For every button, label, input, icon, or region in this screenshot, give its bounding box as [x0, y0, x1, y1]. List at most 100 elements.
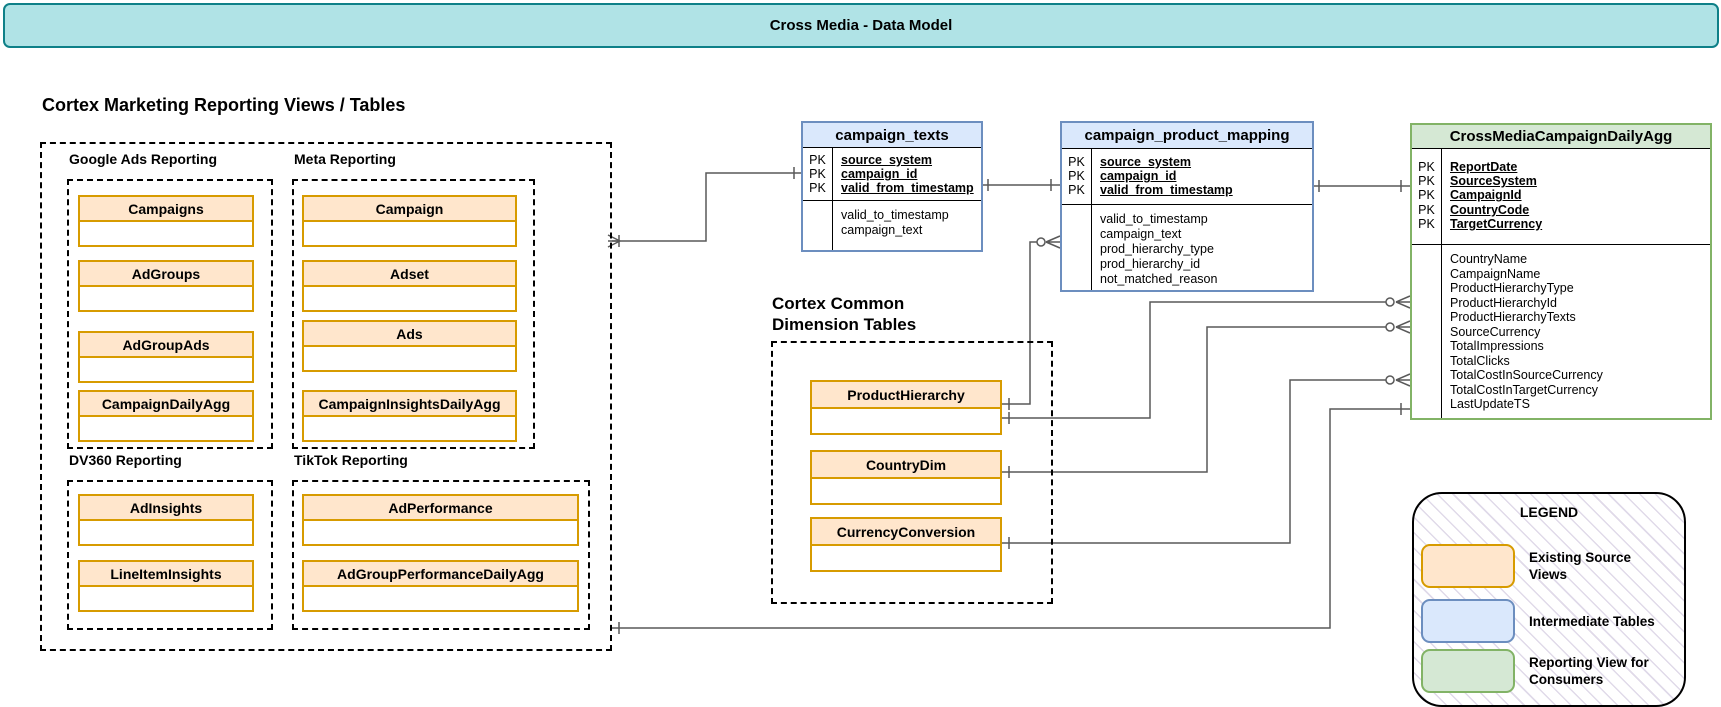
- source-view-table-CountryDim: CountryDim: [810, 450, 1002, 505]
- table-title: AdGroups: [80, 262, 252, 287]
- dimension-section-heading: Cortex Common Dimension Tables: [772, 294, 917, 334]
- group-label-google: Google Ads Reporting: [69, 151, 218, 167]
- source-view-table-AdPerformance: AdPerformance: [302, 494, 579, 546]
- diagram-title-bar: Cross Media - Data Model: [3, 3, 1719, 48]
- source-view-table-Ads: Ads: [302, 320, 517, 372]
- pk-field: valid_from_timestamp: [841, 181, 974, 195]
- table-title: Ads: [304, 322, 515, 347]
- table-body: [812, 546, 1000, 570]
- table-body: [80, 417, 252, 440]
- pk-label: PK: [1068, 169, 1085, 183]
- field: valid_to_timestamp: [1100, 212, 1208, 226]
- table-title: CountryDim: [812, 452, 1000, 479]
- table-body: [304, 287, 515, 310]
- table-body: [80, 287, 252, 310]
- pk-label: PK: [809, 153, 826, 167]
- diagram-title: Cross Media - Data Model: [769, 17, 953, 34]
- source-view-table-LineItemInsights: LineItemInsights: [78, 560, 254, 612]
- group-box-dv360: [67, 480, 273, 630]
- field: TotalClicks: [1450, 353, 1510, 368]
- source-view-table-Adset: Adset: [302, 260, 517, 312]
- pk-field: campaign_id: [841, 167, 918, 181]
- source-view-table-Campaign: Campaign: [302, 195, 517, 247]
- group-box-meta: [292, 179, 535, 449]
- pk-field: valid_from_timestamp: [1100, 183, 1233, 197]
- table-title: CampaignDailyAgg: [80, 392, 252, 417]
- table-title: LineItemInsights: [80, 562, 252, 587]
- entity-title: campaign_product_mapping: [1062, 123, 1312, 149]
- field: ProductHierarchyType: [1450, 281, 1574, 295]
- pk-field: ReportDate: [1450, 160, 1518, 174]
- marketing-section-box: [40, 142, 612, 651]
- source-view-table-AdGroupPerformanceDailyAgg: AdGroupPerformanceDailyAgg: [302, 560, 579, 612]
- pk-field: campaign_id: [1100, 169, 1177, 183]
- legend-item-label: Existing Source Views: [1529, 550, 1632, 582]
- table-body: [812, 479, 1000, 503]
- group-box-tiktok: [292, 480, 590, 630]
- table-body: [80, 587, 252, 610]
- legend-item-label: Reporting View for Consumers: [1529, 655, 1649, 687]
- pk-label: PK: [1418, 216, 1435, 231]
- field: ProductHierarchyTexts: [1450, 310, 1576, 324]
- table-body: [80, 521, 252, 544]
- source-view-table-CampaignDailyAgg: CampaignDailyAgg: [78, 390, 254, 442]
- field: CampaignName: [1450, 266, 1541, 281]
- table-body: [304, 521, 577, 544]
- table-title: Adset: [304, 262, 515, 287]
- pk-label: PK: [1068, 155, 1085, 169]
- pk-label: PK: [809, 181, 826, 195]
- field-column-spacer: [1062, 205, 1092, 290]
- legend-item-label: Intermediate Tables: [1529, 613, 1655, 629]
- source-view-table-AdGroupAds: AdGroupAds: [78, 331, 254, 383]
- table-title: AdGroupAds: [80, 333, 252, 358]
- field: TotalCostInTargetCurrency: [1450, 382, 1598, 397]
- table-title: AdGroupPerformanceDailyAgg: [304, 562, 577, 587]
- group-label-tiktok: TikTok Reporting: [294, 452, 408, 468]
- legend-item-blue: Intermediate Tables: [1421, 599, 1664, 643]
- table-body: [80, 222, 252, 245]
- source-view-table-AdGroups: AdGroups: [78, 260, 254, 312]
- table-title: CampaignInsightsDailyAgg: [304, 392, 515, 417]
- pk-label: PK: [809, 167, 826, 181]
- legend-item-orange: Existing Source Views: [1421, 544, 1664, 588]
- pk-field: CountryCode: [1450, 202, 1530, 217]
- field: TotalImpressions: [1450, 339, 1544, 353]
- table-title: AdInsights: [80, 496, 252, 521]
- blue-swatch: [1421, 599, 1515, 643]
- group-label-dv360: DV360 Reporting: [69, 452, 182, 468]
- source-view-table-CampaignInsightsDailyAgg: CampaignInsightsDailyAgg: [302, 390, 517, 442]
- field: campaign_text: [1100, 227, 1182, 241]
- pk-label: PK: [1418, 202, 1435, 217]
- pk-label: PK: [1418, 160, 1435, 174]
- pk-field: SourceSystem: [1450, 174, 1537, 189]
- field: TotalCostInSourceCurrency: [1450, 368, 1603, 382]
- table-body: [304, 417, 515, 440]
- field: prod_hierarchy_id: [1100, 257, 1201, 271]
- pk-field: source_system: [841, 153, 933, 167]
- field: CountryName: [1450, 252, 1528, 266]
- pk-field: TargetCurrency: [1450, 216, 1543, 231]
- table-title: Campaign: [304, 197, 515, 222]
- field: SourceCurrency: [1450, 324, 1541, 339]
- legend-item-green: Reporting View for Consumers: [1421, 649, 1664, 693]
- dimension-section-box: [771, 341, 1053, 604]
- field-column-spacer: [1412, 245, 1442, 418]
- field-column-spacer: [803, 201, 833, 250]
- pk-label: PK: [1418, 188, 1435, 203]
- field: prod_hierarchy_type: [1100, 242, 1214, 256]
- table-body: [304, 347, 515, 370]
- table-title: CurrencyConversion: [812, 519, 1000, 546]
